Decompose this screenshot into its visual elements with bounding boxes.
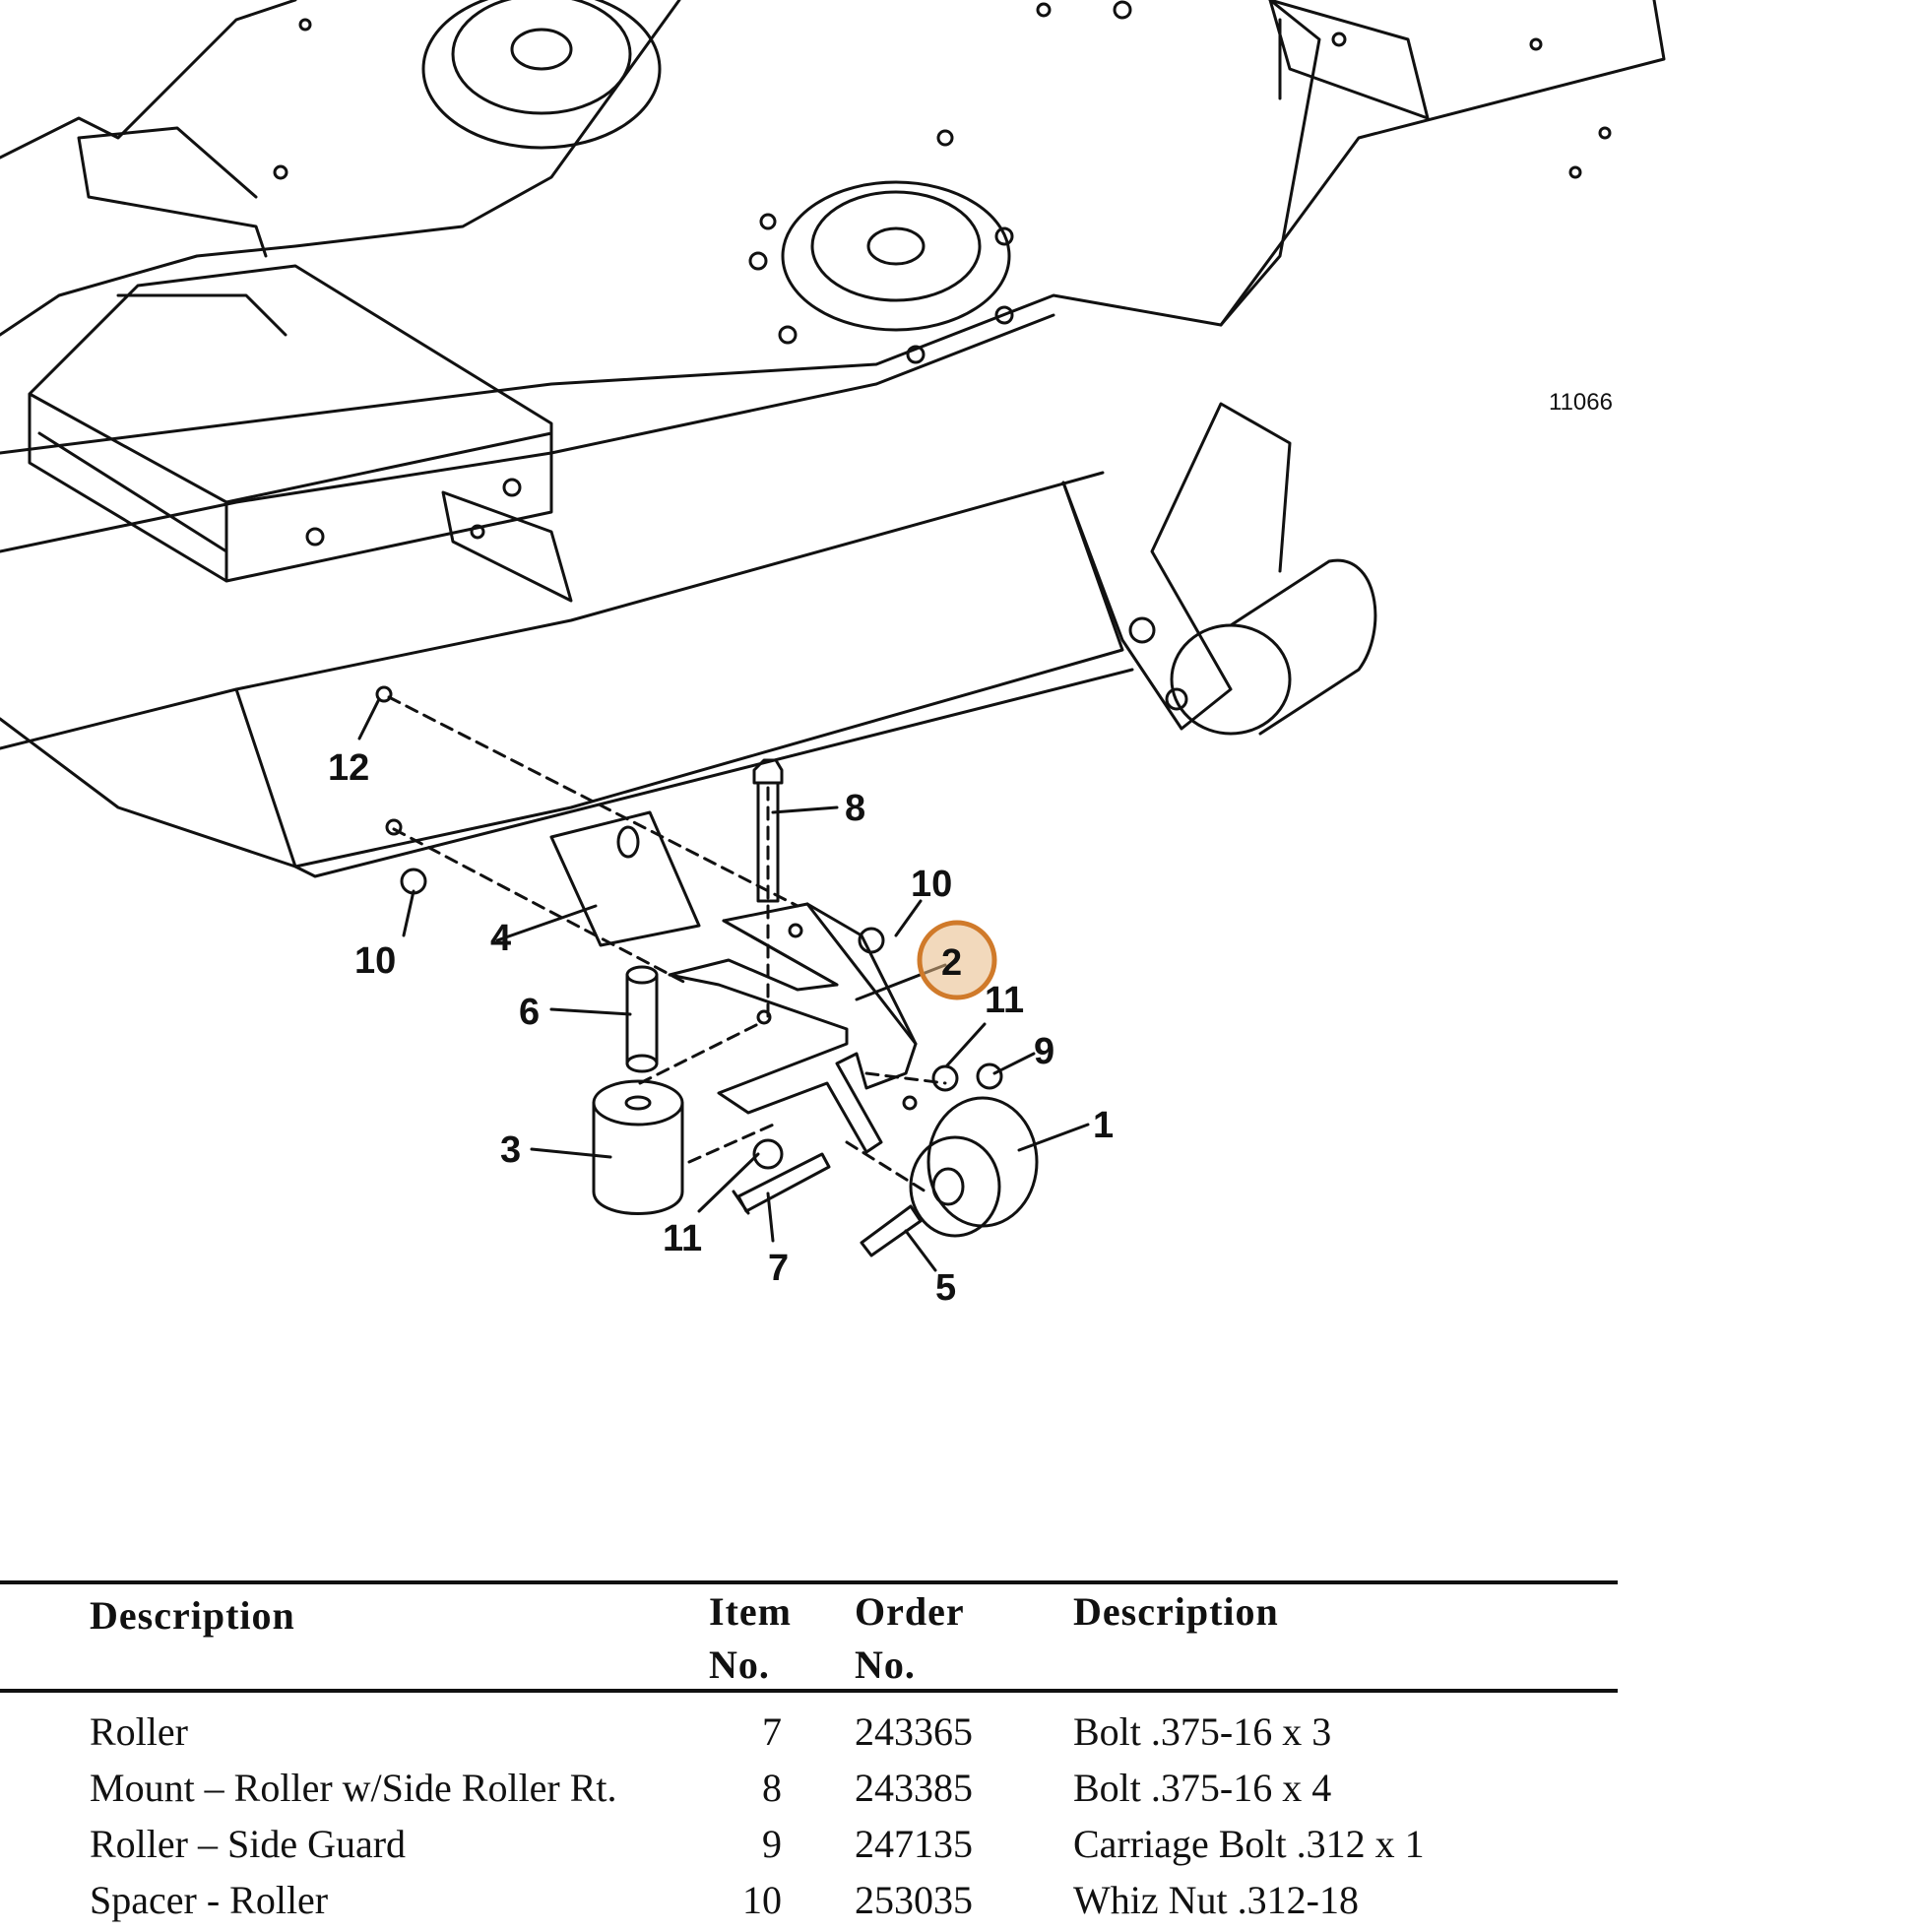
cell-description: Bolt .375-16 x 4 xyxy=(1073,1766,1332,1810)
part-6-spacer xyxy=(625,973,659,1065)
cell-description: Whiz Nut .312-18 xyxy=(1073,1878,1359,1922)
table-top-rule xyxy=(0,1580,1618,1584)
part-9-bolt-head xyxy=(976,1063,1003,1090)
part-5-pin xyxy=(860,1204,923,1257)
callout-5: 5 xyxy=(935,1267,956,1309)
part-3-roller xyxy=(592,1101,684,1193)
table-row: Mount – Roller w/Side Roller Rt. 8 24338… xyxy=(0,1765,1618,1820)
cell-left-description: Roller – Side Guard xyxy=(90,1822,407,1866)
top-tab-mid xyxy=(441,490,573,603)
deck-skirt xyxy=(0,481,1124,869)
assembly-line-2 xyxy=(392,827,691,987)
cell-item-no: 7 xyxy=(762,1709,782,1754)
pulley-left-outer xyxy=(421,0,662,150)
callout-11: 11 xyxy=(663,1218,702,1259)
chute xyxy=(28,264,553,583)
header-order-line1: Order xyxy=(855,1589,965,1634)
header-item-line1: Item xyxy=(709,1589,792,1634)
cell-left-description: Roller xyxy=(90,1709,188,1754)
deck-top-outline xyxy=(0,0,1321,337)
side-roller-arm xyxy=(1061,402,1292,731)
callout-12: 12 xyxy=(328,747,369,789)
parts-diagram: 11066 12 8 10 4 10 2 11 9 6 3 1 11 7 5 xyxy=(0,0,1666,1309)
callout-6: 6 xyxy=(519,992,540,1033)
table-row: Roller – Side Guard 9 247135 Carriage Bo… xyxy=(0,1821,1618,1876)
callout-9: 9 xyxy=(1034,1031,1054,1072)
table-row: Spacer - Roller 10 253035 Whiz Nut .312-… xyxy=(0,1877,1618,1932)
part-8-bolt xyxy=(752,758,784,903)
cell-description: Carriage Bolt .312 x 1 xyxy=(1073,1822,1425,1866)
header-right-description: Description xyxy=(1073,1589,1279,1634)
header-left-description: Description xyxy=(90,1593,295,1638)
header-order-line2: No. xyxy=(855,1642,916,1687)
part-10-nut-right xyxy=(858,927,885,954)
cell-item-no: 9 xyxy=(762,1822,782,1866)
cell-order-no: 243365 xyxy=(855,1709,973,1754)
top-right-rail xyxy=(1268,0,1430,120)
pulley-right-inner xyxy=(810,190,982,302)
pulley-right-outer xyxy=(781,180,1011,332)
assembly-line-4 xyxy=(638,1022,947,1193)
cell-left-description: Mount – Roller w/Side Roller Rt. xyxy=(90,1766,617,1810)
header-item-line2: No. xyxy=(709,1642,770,1687)
side-roller-body xyxy=(1229,558,1377,736)
part-10-nut-left xyxy=(400,868,427,895)
table-row: Roller 7 243365 Bolt .375-16 x 3 xyxy=(0,1708,1618,1764)
cell-order-no: 243385 xyxy=(855,1766,973,1810)
figure-id: 11066 xyxy=(1549,389,1613,416)
side-roller-end xyxy=(1170,623,1292,736)
chute-inner xyxy=(37,293,287,553)
callout-1: 1 xyxy=(1093,1105,1114,1146)
top-tab-left xyxy=(77,126,268,258)
cell-item-no: 10 xyxy=(742,1878,782,1922)
part-1-wheel xyxy=(926,1096,1039,1228)
callout-10: 10 xyxy=(354,940,396,982)
assembly-line-1 xyxy=(387,695,799,908)
callout-10: 10 xyxy=(911,864,952,905)
callout-11: 11 xyxy=(985,980,1024,1021)
callout-8: 8 xyxy=(845,788,865,829)
callout-3: 3 xyxy=(500,1129,521,1171)
leader-lines xyxy=(357,697,1090,1272)
callout-7: 7 xyxy=(768,1248,789,1289)
pulley-left-inner xyxy=(451,0,632,115)
cell-order-no: 247135 xyxy=(855,1822,973,1866)
cell-description: Bolt .375-16 x 3 xyxy=(1073,1709,1332,1754)
part-11-washer-left xyxy=(752,1138,784,1170)
cell-order-no: 253035 xyxy=(855,1878,973,1922)
cell-left-description: Spacer - Roller xyxy=(90,1878,329,1922)
part-2-mount xyxy=(668,902,918,1154)
cell-item-no: 8 xyxy=(762,1766,782,1810)
callout-2: 2 xyxy=(941,942,962,984)
deck-rear-edge xyxy=(0,0,1666,455)
table-header-rule xyxy=(0,1689,1618,1693)
part-11-washer-right xyxy=(931,1064,959,1092)
callout-4: 4 xyxy=(490,918,511,959)
part-7-bolt xyxy=(732,1152,831,1215)
highlight-ring-callout-2 xyxy=(917,920,997,1000)
deck-skirt-lower xyxy=(293,668,1134,878)
